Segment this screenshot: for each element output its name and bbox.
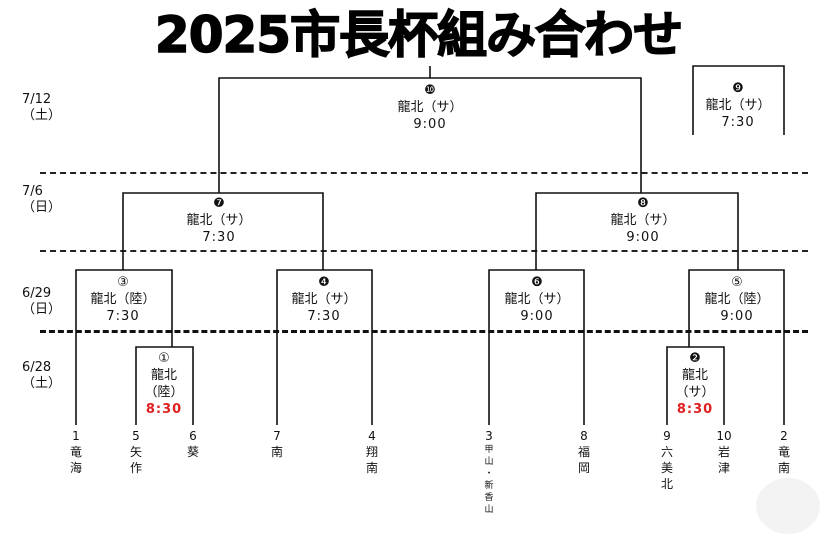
match-4: ❹ 龍北（サ） 7:30: [279, 274, 369, 325]
match-number: ❾: [732, 81, 744, 96]
match-3: ③ 龍北（陸） 7:30: [78, 274, 168, 325]
date-separator-3: [40, 330, 808, 333]
match-venue-type: （陸）: [144, 385, 184, 400]
match-time: 9:00: [520, 309, 554, 324]
match-venue: 龍北（陸）: [704, 292, 770, 307]
bracket-match-7: [122, 192, 324, 270]
date-label-7-12: 7/12 （土）: [22, 92, 62, 123]
team-number: 7: [273, 429, 281, 443]
date-separator-1: [40, 172, 808, 174]
match-venue: 龍北（サ）: [397, 100, 463, 115]
team-9: 9 六 美 北: [655, 428, 679, 492]
bracket-match-9: [692, 65, 785, 135]
match-5: ⑤ 龍北（陸） 9:00: [692, 274, 782, 325]
team-name: 竜 海: [69, 445, 82, 475]
team-8: 8 福 岡: [572, 428, 596, 476]
match-7: ❼ 龍北（サ） 7:30: [174, 195, 264, 246]
match-number: ❼: [213, 196, 225, 211]
team-name: 矢 作: [129, 445, 142, 475]
bracket-match-1: [135, 346, 194, 425]
team-name: 南: [270, 445, 283, 459]
match-time: 7:30: [307, 309, 341, 324]
match-number: ❽: [637, 196, 649, 211]
match-venue: 龍北（サ）: [186, 213, 252, 228]
match-venue: 龍北: [681, 368, 708, 383]
date-separator-2: [40, 250, 808, 252]
team-1: 1 竜 海: [64, 428, 88, 476]
match-time: 9:00: [720, 309, 754, 324]
team-name: 福 岡: [577, 445, 590, 475]
team-name: 竜 南: [777, 445, 790, 475]
team-name: 甲 山 ・ 新 香 山: [484, 445, 494, 515]
match-time: 8:30: [676, 402, 714, 417]
match-venue-type: （サ）: [675, 385, 715, 400]
match-venue: 龍北（陸）: [90, 292, 156, 307]
team-number: 9: [663, 429, 671, 443]
team-name: 岩 津: [717, 445, 730, 475]
date-label-6-29: 6/29 （日）: [22, 286, 62, 317]
match-6: ❻ 龍北（サ） 9:00: [492, 274, 582, 325]
team-name: 翔 南: [365, 445, 378, 475]
match-venue: 龍北: [150, 368, 177, 383]
team-6: 6 葵: [181, 428, 205, 460]
team-2: 2 竜 南: [772, 428, 796, 476]
match-2: ❷ 龍北 （サ） 8:30: [650, 350, 740, 418]
match-8: ❽ 龍北（サ） 9:00: [598, 195, 688, 246]
match-time: 9:00: [626, 230, 660, 245]
match-number: ❹: [318, 275, 330, 290]
team-3: 3 甲 山 ・ 新 香 山: [477, 428, 501, 516]
team-4: 4 翔 南: [360, 428, 384, 476]
bracket-match-8: [535, 192, 739, 270]
bracket-match-5: [688, 269, 785, 425]
page-title: 2025市長杯組み合わせ: [154, 5, 684, 65]
team-number: 8: [580, 429, 588, 443]
match-number: ⑤: [731, 275, 743, 290]
team-number: 2: [780, 429, 788, 443]
match-venue: 龍北（サ）: [291, 292, 357, 307]
match-number: ①: [158, 351, 170, 366]
date-label-7-6: 7/6 （日）: [22, 184, 62, 215]
date-label-6-28: 6/28 （土）: [22, 360, 62, 391]
match-number: ③: [117, 275, 129, 290]
corner-overlay-circle: [756, 478, 820, 534]
match-9: ❾ 龍北（サ） 7:30: [693, 80, 783, 131]
match-10: ❿ 龍北（サ） 9:00: [385, 82, 475, 133]
match-number: ❿: [424, 83, 436, 98]
team-number: 4: [368, 429, 376, 443]
team-7: 7 南: [265, 428, 289, 460]
team-number: 3: [485, 429, 493, 443]
team-name: 葵: [186, 445, 199, 459]
match-1: ① 龍北 （陸） 8:30: [119, 350, 209, 418]
match-time: 9:00: [413, 117, 447, 132]
team-5: 5 矢 作: [124, 428, 148, 476]
bracket-match-2: [666, 346, 725, 425]
match-time: 8:30: [145, 402, 183, 417]
match-number: ❷: [689, 351, 701, 366]
match-venue: 龍北（サ）: [504, 292, 570, 307]
team-10: 10 岩 津: [712, 428, 736, 476]
team-number: 5: [132, 429, 140, 443]
match-time: 7:30: [721, 115, 755, 130]
match-venue: 龍北（サ）: [610, 213, 676, 228]
match-venue: 龍北（サ）: [705, 98, 771, 113]
team-number: 6: [189, 429, 197, 443]
match-number: ❻: [531, 275, 543, 290]
bracket-match-6: [488, 269, 585, 425]
bracket-match-3: [75, 269, 173, 425]
team-number: 10: [716, 429, 732, 443]
bracket-match-4: [276, 269, 373, 425]
team-name: 六 美 北: [660, 445, 673, 491]
match-time: 7:30: [202, 230, 236, 245]
team-number: 1: [72, 429, 80, 443]
match-time: 7:30: [106, 309, 140, 324]
